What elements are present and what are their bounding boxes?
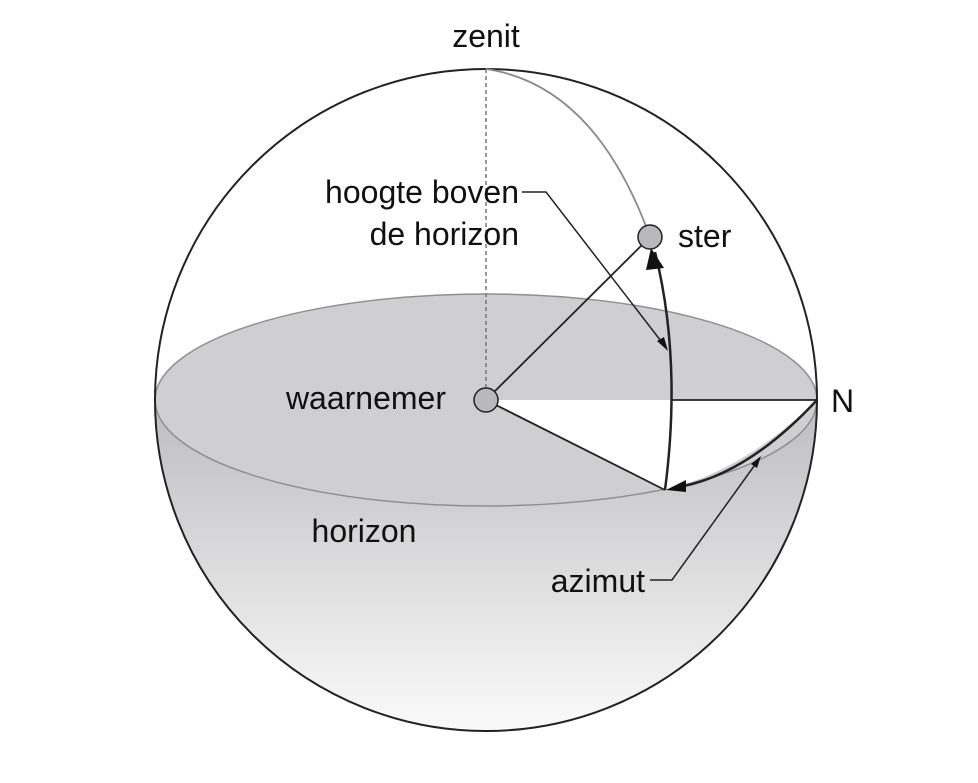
zenith-label: zenit [452,18,520,54]
altitude-arrowhead [646,248,664,270]
altitude-label-line2: de horizon [370,216,519,252]
altitude-arc [653,251,673,491]
azimuth-arrowhead [666,480,686,492]
azimuth-wedge [486,400,817,490]
observer-horizon-line [485,399,666,491]
observer-marker [473,387,499,413]
altitude-leader-arrowhead [657,337,668,351]
horizon-label: horizon [312,513,417,549]
vertical-circle-arc [485,68,651,238]
azimuth-leader-arrowhead [751,456,761,468]
azimuth-label: azimut [551,563,645,599]
north-label: N [831,383,854,419]
star-marker [637,224,663,250]
observer-label: waarnemer [285,380,446,416]
azimuth-arc [683,399,818,488]
altitude-leader-line [522,191,665,346]
observer-star-line [485,236,651,401]
altitude-label-line1: hoogte boven [325,174,519,210]
star-label: ster [678,218,732,254]
azimuth-leader-line [650,461,758,581]
